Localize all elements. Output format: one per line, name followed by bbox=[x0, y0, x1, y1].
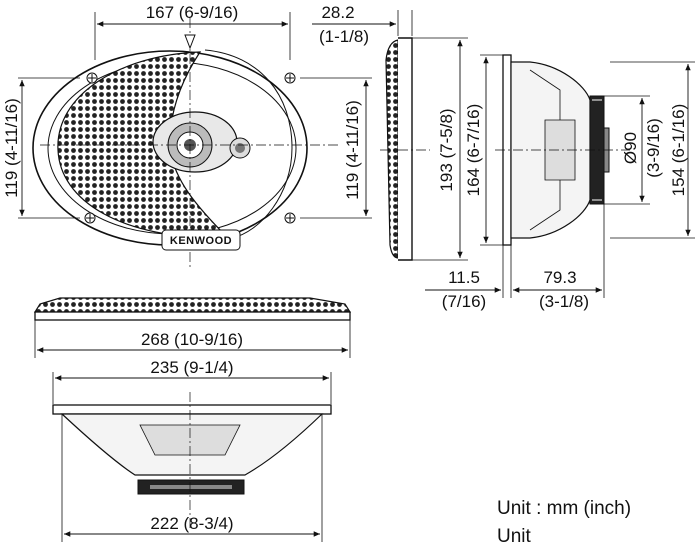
brand-logo: KENWOOD bbox=[170, 235, 232, 247]
dim-outer-height: 193 (7-5/8) bbox=[437, 108, 456, 191]
dim-magnet-dia-in: (3-9/16) bbox=[644, 118, 663, 178]
mounting-screws bbox=[84, 72, 296, 224]
dim-flange-thick-mm: 11.5 bbox=[448, 268, 480, 287]
dim-mid-height: 119 (4-11/16) bbox=[343, 100, 362, 200]
tweeter-cluster bbox=[152, 111, 251, 173]
dim-flange-depth-in: (1-1/8) bbox=[319, 27, 369, 46]
dim-cutout-width: 235 (9-1/4) bbox=[150, 358, 233, 377]
unit-note: Unit : mm (inch) bbox=[497, 498, 631, 519]
cone-edge bbox=[204, 49, 293, 239]
side-flange-view: 28.2 (1-1/8) 193 (7-5/8) bbox=[312, 3, 468, 261]
alignment-notch bbox=[184, 34, 196, 50]
dim-inner-height: 164 (6-7/16) bbox=[464, 104, 483, 197]
dim-overall-width: 268 (10-9/16) bbox=[141, 330, 243, 349]
profile-view: 164 (6-7/16) Ø90 (3-9/16) 154 (6-1/16) 1… bbox=[425, 54, 695, 311]
dim-frame-height: 154 (6-1/16) bbox=[669, 104, 688, 197]
dim-flange-depth-mm: 28.2 bbox=[321, 3, 354, 22]
dim-magnet-dia: Ø90 bbox=[621, 132, 640, 164]
dim-flange-thick-in: (7/16) bbox=[442, 292, 486, 311]
top-flange bbox=[34, 311, 351, 321]
front-view: KENWOOD 167 (6-9/16) 119 (4-11/16) 119 (… bbox=[2, 3, 372, 268]
dim-mount-depth-in: (3-1/8) bbox=[539, 292, 589, 311]
dim-mount-depth-mm: 79.3 bbox=[543, 268, 576, 287]
bottom-flange bbox=[52, 404, 332, 415]
dim-top-width: 167 (6-9/16) bbox=[146, 3, 239, 22]
dim-basket-width: 222 (8-3/4) bbox=[150, 514, 233, 533]
top-grille bbox=[33, 297, 352, 313]
brand-badge bbox=[161, 229, 241, 251]
bottom-side-view: 235 (9-1/4) 222 (8-3/4) bbox=[52, 358, 332, 542]
dim-left-height: 119 (4-11/16) bbox=[2, 98, 21, 198]
side-flange bbox=[398, 37, 413, 261]
side-grille bbox=[385, 39, 399, 259]
unit-note-cut: Unit bbox=[497, 526, 532, 547]
top-view: 268 (10-9/16) bbox=[33, 297, 352, 358]
